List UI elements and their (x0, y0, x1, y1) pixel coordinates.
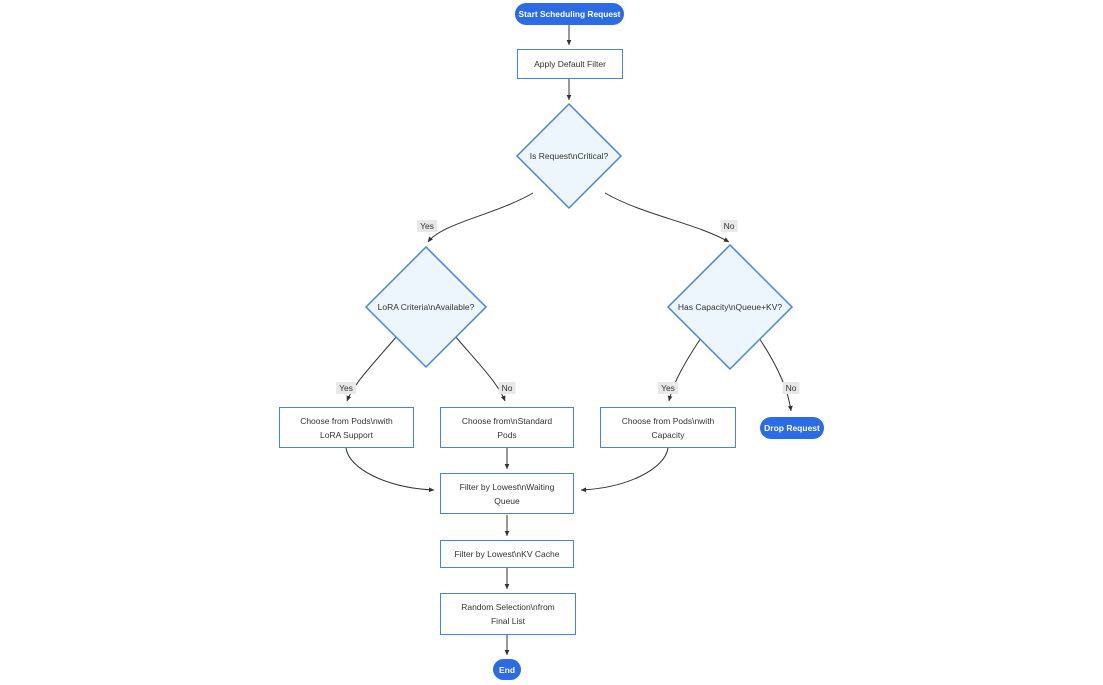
node-choose-standard-pods: Choose from\nStandard Pods (440, 407, 574, 448)
node-choose-standard-pods-line2: Pods (497, 429, 517, 440)
edge-label-lora-no: No (498, 382, 516, 394)
edge-lora-no-to-standardpods (454, 335, 506, 402)
node-apply-label: Apply Default Filter (534, 59, 606, 69)
node-choose-capacity-pods-line2: Capacity (651, 429, 685, 440)
node-choose-lora-pods: Choose from Pods\nwith LoRA Support (279, 407, 414, 448)
edge-label-capacity-yes: Yes (658, 382, 678, 394)
decision-has-capacity-label: Has Capacity\nQueue+KV? (677, 302, 783, 312)
node-filter-waiting-queue-line1: Filter by Lowest\nWaiting (459, 481, 555, 492)
node-filter-kv-cache: Filter by Lowest\nKV Cache (440, 540, 574, 568)
node-end: End (493, 659, 521, 680)
edge-capacitypods-to-filterqueue (580, 447, 669, 493)
edge-lorapods-to-filterqueue (345, 447, 435, 493)
edge-capacity-yes-to-capacitypods (667, 337, 702, 402)
node-drop-request: Drop Request (760, 417, 824, 439)
node-start: Start Scheduling Request (515, 3, 624, 25)
node-choose-capacity-pods: Choose from Pods\nwith Capacity (600, 407, 736, 448)
node-choose-lora-pods-line2: LoRA Support (320, 429, 373, 440)
node-apply-default-filter: Apply Default Filter (517, 49, 623, 79)
node-filter-waiting-queue-line2: Queue (494, 495, 520, 506)
node-random-selection-line2: Final List (490, 616, 525, 626)
node-start-label: Start Scheduling Request (518, 9, 621, 19)
edge-critical-yes-to-lora (427, 192, 534, 243)
edge-label-capacity-no: No (782, 382, 800, 394)
node-filter-kv-cache-label: Filter by Lowest\nKV Cache (454, 549, 560, 559)
decision-shape-is-critical (515, 102, 623, 210)
node-choose-standard-pods-line1: Choose from\nStandard (461, 415, 553, 426)
decision-shape-lora-criteria (364, 245, 488, 369)
edge-label-lora-yes: Yes (336, 382, 356, 394)
edge-label-critical-yes: Yes (417, 220, 437, 232)
node-choose-capacity-pods-line1: Choose from Pods\nwith (621, 415, 715, 426)
decision-shape-has-capacity (666, 243, 794, 371)
decision-lora-criteria-label: LoRA Criteria\nAvailable? (377, 302, 475, 312)
edge-label-critical-no: No (720, 220, 738, 232)
node-filter-waiting-queue: Filter by Lowest\nWaiting Queue (440, 473, 574, 514)
node-choose-lora-pods-line1: Choose from Pods\nwith (300, 415, 393, 426)
node-random-selection-line1: Random Selection\nfrom (461, 602, 555, 612)
node-drop-request-label: Drop Request (764, 423, 820, 433)
edge-critical-no-to-capacity (604, 192, 730, 243)
node-random-selection: Random Selection\nfrom Final List (440, 593, 576, 635)
edge-capacity-no-to-drop (758, 337, 793, 412)
edge-lora-yes-to-lorapods (346, 335, 398, 402)
decision-is-critical-label: Is Request\nCritical? (529, 151, 609, 161)
node-end-label: End (498, 664, 516, 675)
